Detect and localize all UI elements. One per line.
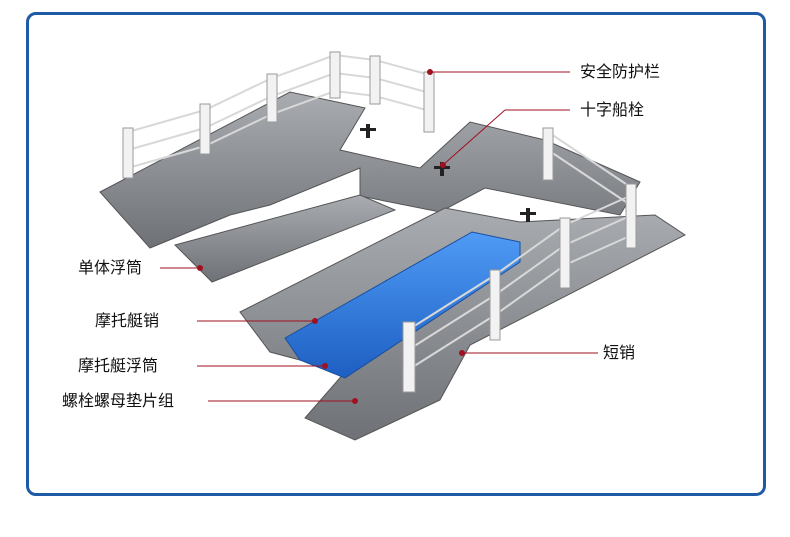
label-bolt-set: 螺栓螺母垫片组	[62, 391, 175, 410]
guardrail-back	[127, 53, 431, 169]
label-short-pin: 短销	[603, 343, 636, 362]
guardrail-posts-right	[402, 127, 637, 393]
guardrail-posts-back	[122, 51, 435, 179]
label-guardrail: 安全防护栏	[580, 62, 661, 81]
jetski-float-area	[284, 231, 521, 379]
guardrail-right	[407, 131, 633, 371]
label-jetski-float: 摩托艇浮筒	[78, 356, 159, 375]
label-single-float: 单体浮筒	[78, 258, 143, 277]
leader-lines	[160, 69, 598, 404]
label-cleat: 十字船栓	[580, 100, 645, 119]
label-jetski-pin: 摩托艇销	[95, 311, 160, 330]
